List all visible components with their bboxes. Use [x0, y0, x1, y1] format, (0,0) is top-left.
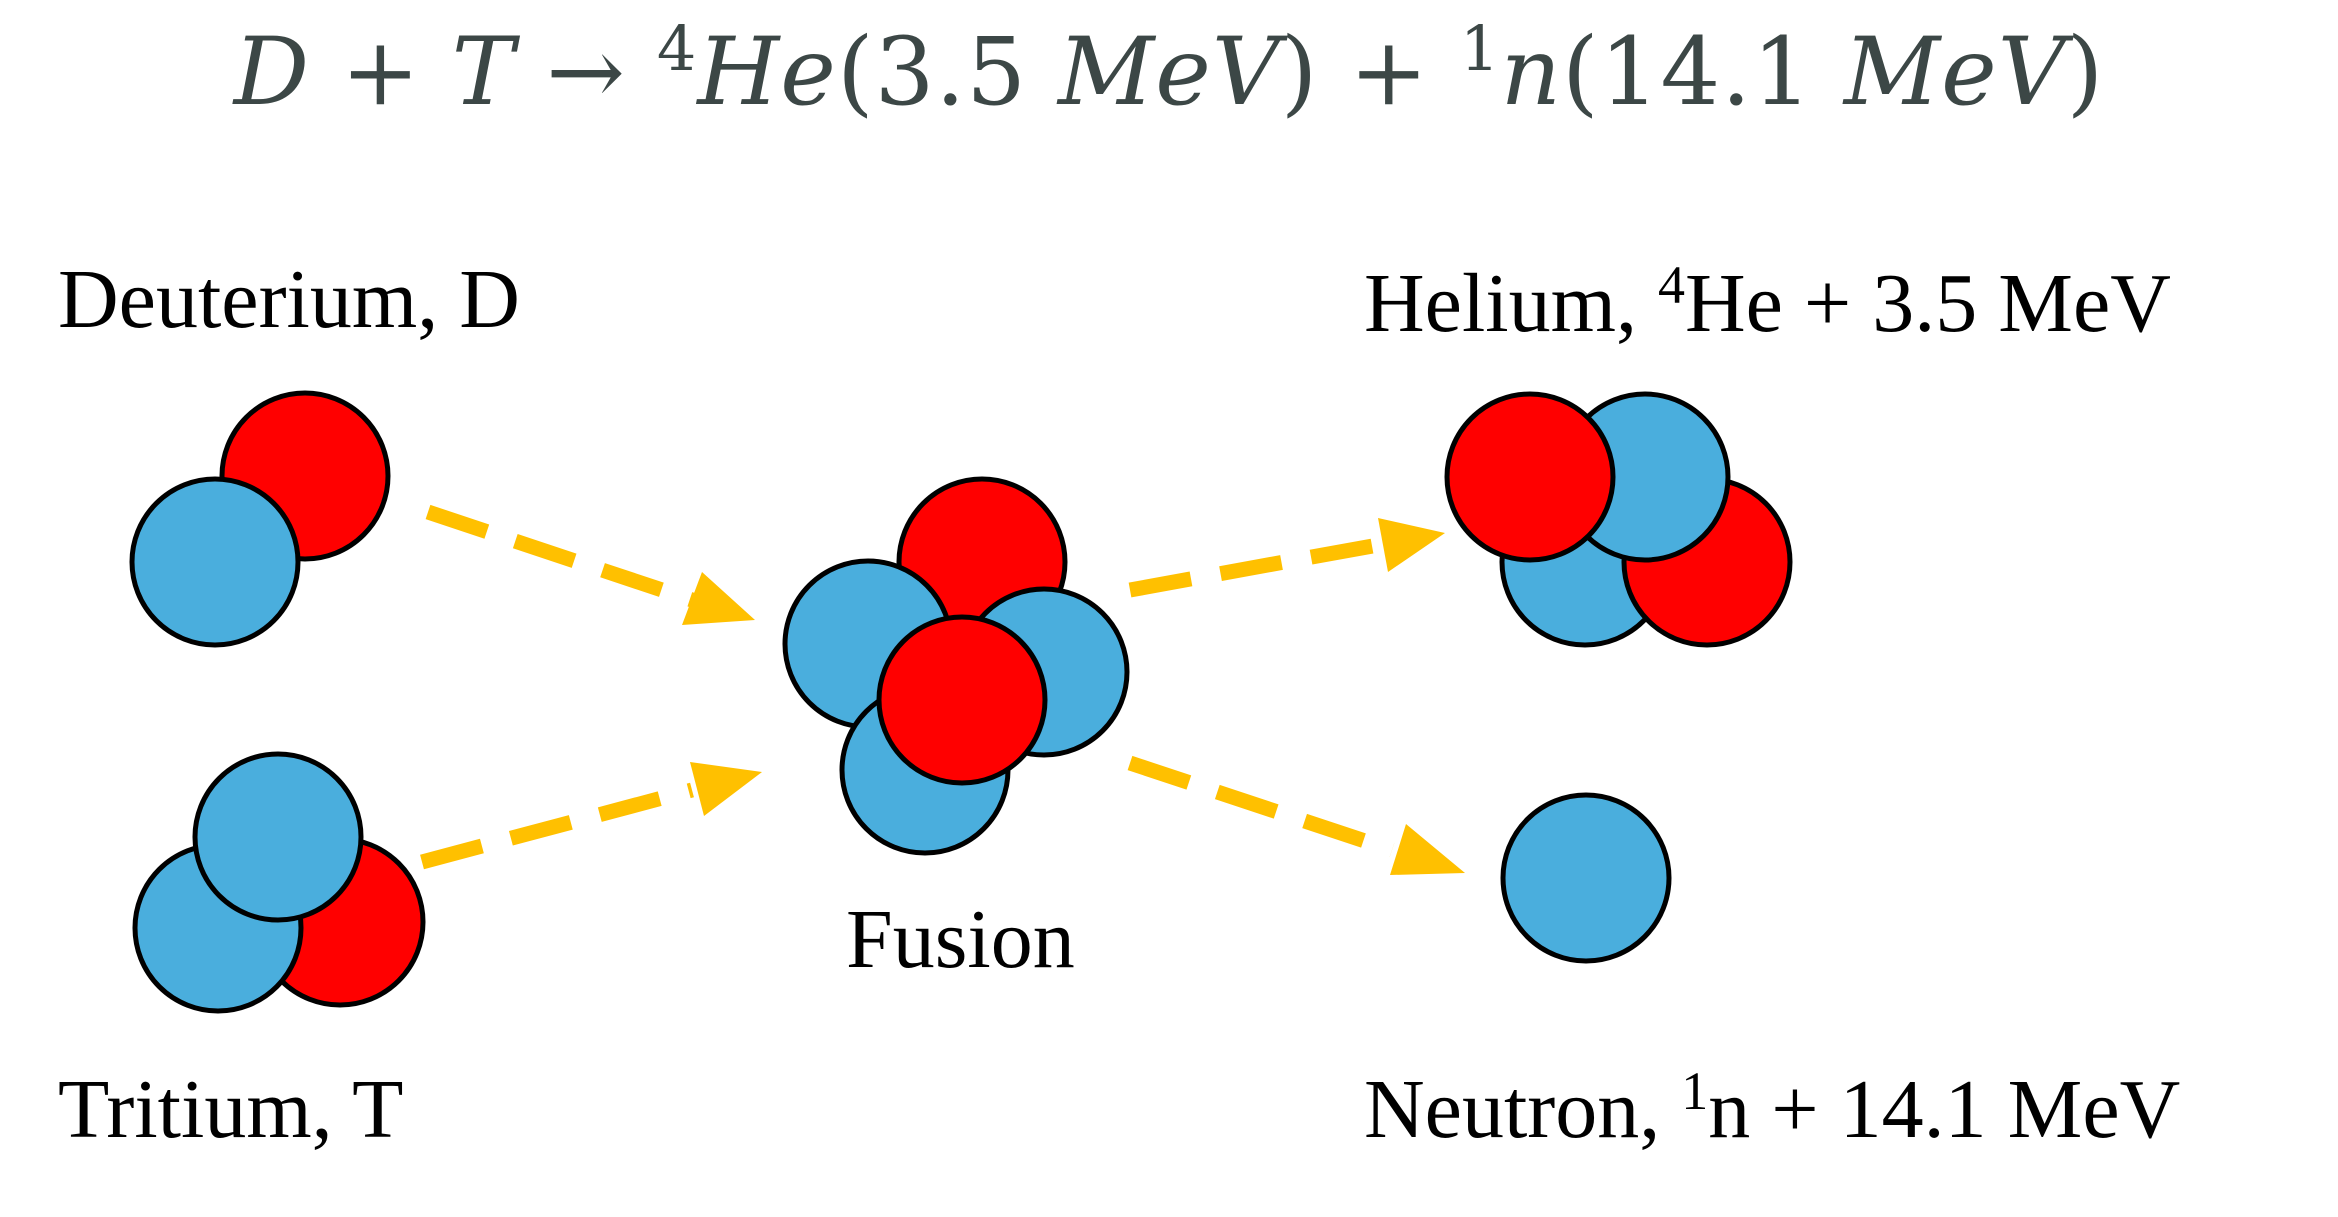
- equation-helium-energy-unit: MeV: [1057, 18, 1281, 127]
- neutron-label-prefix: Neutron,: [1364, 1063, 1682, 1156]
- fusion-equation: D + T → 4He(3.5 MeV) + 1n(14.1 MeV): [0, 18, 2338, 128]
- free-neutron: [1500, 792, 1672, 964]
- deuterium-label: Deuterium, D: [58, 253, 520, 346]
- proton: [1444, 391, 1616, 563]
- neutron-mass-number: 1: [1681, 1061, 1709, 1121]
- equation-helium-mass-number: 4: [656, 12, 698, 85]
- equation-helium-energy-close: ): [1280, 18, 1319, 127]
- neutron: [129, 476, 301, 648]
- neutron: [192, 751, 364, 923]
- neutron-label: Neutron, 1n + 14.1 MeV: [1364, 1064, 2180, 1152]
- arrowhead-shape: [1378, 518, 1445, 572]
- proton: [876, 614, 1048, 786]
- helium-nucleus: [1444, 391, 1793, 648]
- equation-plus: +: [1349, 18, 1430, 127]
- arrowhead-shape: [690, 762, 762, 816]
- arrow-fusion-to-neutron: [1127, 755, 1465, 875]
- helium-label: Helium, 4He + 3.5 MeV: [1364, 258, 2171, 346]
- equation-neutron-energy-open: (14.1: [1561, 18, 1844, 127]
- fusion-label: Fusion: [846, 893, 1075, 986]
- arrowhead-shape: [1390, 824, 1465, 875]
- equation-reactant-d: D: [233, 18, 311, 127]
- equation-neutron-mass-number: 1: [1459, 12, 1501, 85]
- equation-arrow: →: [546, 18, 626, 127]
- neutron: [1500, 792, 1672, 964]
- equation-neutron-symbol: n: [1500, 18, 1562, 127]
- arrow-tritium-to-fusion: [420, 762, 762, 870]
- equation-neutron-energy-unit: MeV: [1843, 18, 2067, 127]
- equation-neutron-energy-close: ): [2066, 18, 2105, 127]
- deuterium-nucleus: [129, 390, 391, 648]
- equation-helium-energy-open: (3.5: [836, 18, 1058, 127]
- equation-plus: +: [340, 18, 421, 127]
- fusion-cluster: [782, 476, 1130, 856]
- equation-helium-symbol: He: [697, 18, 837, 127]
- arrow-deuterium-to-fusion: [425, 504, 755, 625]
- helium-label-prefix: Helium,: [1364, 257, 1658, 350]
- tritium-nucleus: [132, 751, 426, 1014]
- neutron-label-suffix: n + 14.1 MeV: [1708, 1063, 2181, 1156]
- helium-mass-number: 4: [1657, 255, 1685, 315]
- arrowhead-shape: [682, 572, 755, 625]
- arrow-fusion-to-helium: [1128, 518, 1445, 598]
- helium-label-suffix: He + 3.5 MeV: [1684, 257, 2171, 350]
- tritium-label: Tritium, T: [58, 1063, 404, 1156]
- equation-reactant-t: T: [451, 18, 516, 127]
- arrows: [420, 504, 1465, 875]
